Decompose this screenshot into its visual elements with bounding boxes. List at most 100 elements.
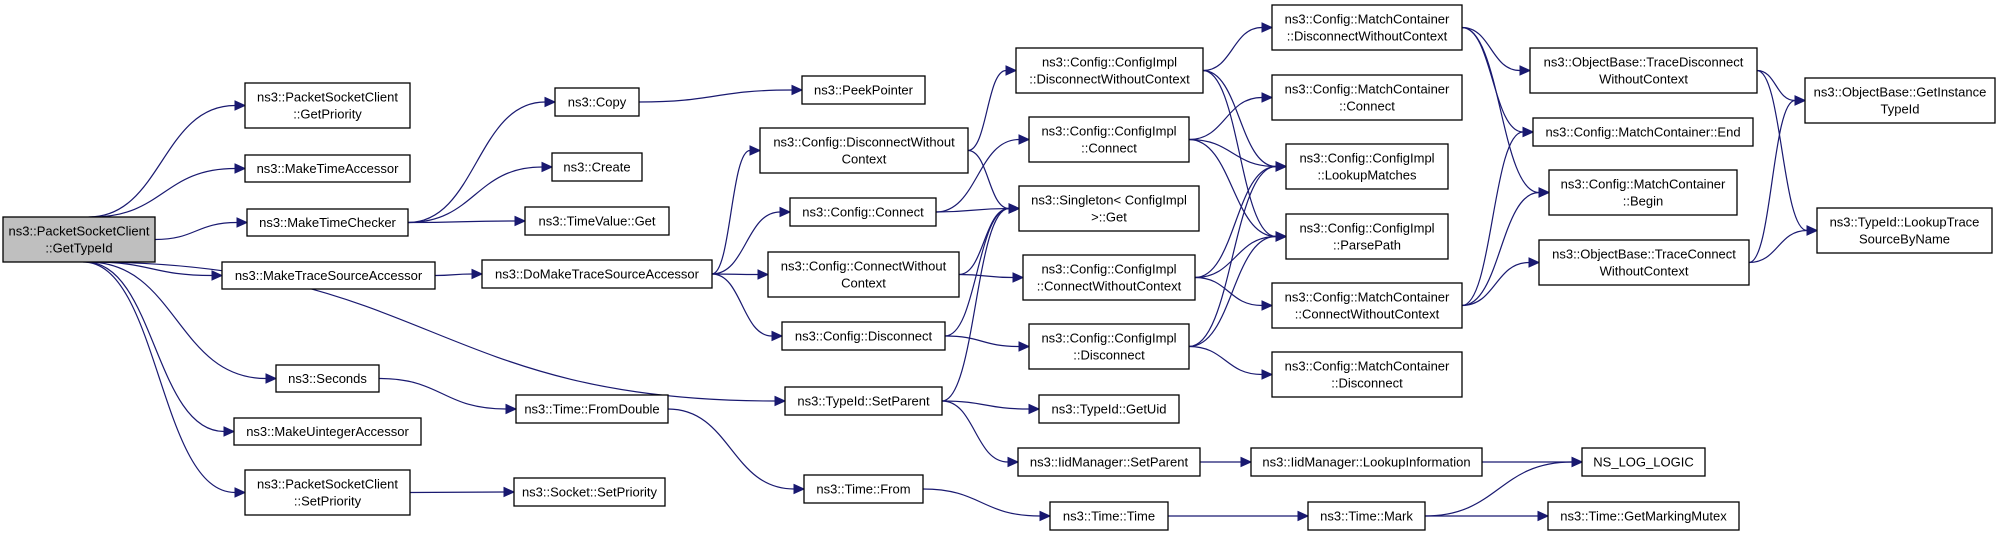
node-label: WithoutContext [1599,72,1688,87]
node-label: ns3::Config::ConfigImpl [1041,124,1176,139]
arrowhead-icon [1528,257,1541,268]
node-label: ::ParsePath [1333,238,1401,253]
arrowhead-icon [1261,22,1274,33]
node-config-connect[interactable]: ns3::Config::Connect [789,197,937,227]
arrowhead-icon [541,161,554,173]
node-label: ns3::ObjectBase::TraceDisconnect [1544,55,1744,70]
node-box [233,417,422,446]
node-copy[interactable]: ns3::Copy [554,87,640,117]
node-impl-disconnect[interactable]: ns3::Config::ConfigImpl::Disconnect [1028,323,1190,370]
arrowhead-icon [1537,510,1550,522]
node-impl-connect-wo-ctx[interactable]: ns3::Config::ConfigImpl::ConnectWithoutC… [1022,254,1196,301]
node-iid-lookup-information[interactable]: ns3::IidManager::LookupInformation [1250,447,1483,477]
node-label: Context [841,276,886,291]
node-impl-parse-path[interactable]: ns3::Config::ConfigImpl::ParsePath [1285,213,1449,260]
node-box [1028,116,1190,163]
node-label: ns3::Time::From [816,482,910,497]
node-label: Context [842,152,887,167]
node-box [789,197,937,227]
edge-impl-disconnect-wo-ctx-to-impl-parse-path [1202,69,1277,238]
node-box [1816,207,1993,254]
node-box [513,477,666,507]
edge-ob-trace-connect-wo-ctx-to-typeid-lookup-trace-source [1748,229,1808,264]
arrowhead-icon [236,217,249,228]
node-time-from-double[interactable]: ns3::Time::FromDouble [515,394,669,424]
node-label: ::GetTypeId [45,241,112,256]
node-ob-trace-connect-wo-ctx[interactable]: ns3::ObjectBase::TraceConnectWithoutCont… [1538,239,1750,286]
node-seconds[interactable]: ns3::Seconds [275,364,380,393]
node-config-disconnect[interactable]: ns3::Config::Disconnect [781,321,946,351]
edge-config-connect-to-impl-connect [935,138,1020,213]
edge-psc-set-priority-to-socket-set-priority [409,491,505,494]
node-label: ns3::Time::FromDouble [524,402,659,417]
arrowhead-icon [1018,341,1031,352]
node-label: ns3::Config::Connect [802,205,924,220]
arrowhead-icon [1261,300,1274,311]
arrowhead-icon [1008,203,1021,214]
node-mc-connect[interactable]: ns3::Config::MatchContainer::Connect [1271,74,1463,121]
edge-time-from-double-to-time-from [667,408,795,490]
node-psc-set-priority[interactable]: ns3::PacketSocketClient::SetPriority [244,469,411,516]
node-typeid-get-uid[interactable]: ns3::TypeId::GetUid [1038,394,1180,424]
node-box [1307,501,1426,531]
node-impl-connect[interactable]: ns3::Config::ConfigImpl::Connect [1028,116,1190,163]
node-iid-set-parent[interactable]: ns3::IidManager::SetParent [1017,447,1201,477]
edge-typeid-set-parent-to-iid-set-parent [941,400,1009,463]
node-impl-lookup-matches[interactable]: ns3::Config::ConfigImpl::LookupMatches [1285,143,1449,190]
node-label: ns3::Config::MatchContainer [1285,82,1450,97]
node-box [244,469,411,516]
arrowhead-icon [223,426,236,437]
node-get-type-id[interactable]: ns3::PacketSocketClient::GetTypeId [2,216,156,263]
edge-config-connect-wo-ctx-to-singleton-get [958,207,1010,276]
node-ns-log-logic[interactable]: NS_LOG_LOGIC [1581,447,1706,477]
node-mc-disconnect[interactable]: ns3::Config::MatchContainer::Disconnect [1271,351,1463,398]
node-label: ns3::Socket::SetPriority [522,485,658,500]
node-peek-pointer[interactable]: ns3::PeekPointer [801,75,926,105]
arrowhead-icon [234,163,247,174]
node-mc-connect-wo-ctx[interactable]: ns3::Config::MatchContainer::ConnectWith… [1271,282,1463,329]
node-label: ::Disconnect [1073,348,1145,363]
node-time-value-get[interactable]: ns3::TimeValue::Get [524,206,670,236]
node-label: ns3::TypeId::SetParent [797,394,930,409]
node-box [801,75,926,105]
node-socket-set-priority[interactable]: ns3::Socket::SetPriority [513,477,666,507]
node-box [759,127,969,174]
node-create[interactable]: ns3::Create [551,152,643,182]
edge-do-make-trace-source-accessor-to-config-disconnect [711,273,773,337]
node-make-time-checker[interactable]: ns3::MakeTimeChecker [246,208,409,237]
node-box [244,154,411,183]
node-config-disconnect-wo-ctx[interactable]: ns3::Config::DisconnectWithoutContext [759,127,969,174]
edge-do-make-trace-source-accessor-to-config-connect [711,211,781,275]
node-do-make-trace-source-accessor[interactable]: ns3::DoMakeTraceSourceAccessor [481,259,713,289]
node-time-from[interactable]: ns3::Time::From [803,474,924,504]
node-make-trace-source-accessor[interactable]: ns3::MakeTraceSourceAccessor [221,261,436,290]
node-singleton-get[interactable]: ns3::Singleton< ConfigImpl>::Get [1018,185,1200,232]
node-mc-end[interactable]: ns3::Config::MatchContainer::End [1532,117,1754,147]
node-label: ns3::MakeTimeAccessor [257,161,400,176]
node-make-uinteger-accessor[interactable]: ns3::MakeUintegerAccessor [233,417,422,446]
node-label: ns3::Singleton< ConfigImpl [1031,193,1187,208]
node-ob-trace-disconnect-wo-ctx[interactable]: ns3::ObjectBase::TraceDisconnectWithoutC… [1529,47,1758,94]
node-time-mark[interactable]: ns3::Time::Mark [1307,501,1426,531]
node-typeid-set-parent[interactable]: ns3::TypeId::SetParent [784,386,943,416]
node-label: >::Get [1091,210,1127,225]
node-impl-disconnect-wo-ctx[interactable]: ns3::Config::ConfigImpl::DisconnectWitho… [1015,47,1204,94]
node-label: ns3::Config::MatchContainer [1285,359,1450,374]
node-box [524,206,670,236]
node-box [1271,74,1463,121]
node-time-time[interactable]: ns3::Time::Time [1049,501,1169,531]
node-label: TypeId [1880,102,1919,117]
node-box [1285,143,1449,190]
node-time-get-marking-mutex[interactable]: ns3::Time::GetMarkingMutex [1547,501,1740,531]
node-make-time-accessor[interactable]: ns3::MakeTimeAccessor [244,154,411,183]
node-config-connect-wo-ctx[interactable]: ns3::Config::ConnectWithoutContext [767,251,960,298]
node-mc-disconnect-wo-ctx[interactable]: ns3::Config::MatchContainer::DisconnectW… [1271,4,1463,51]
node-box [1038,394,1180,424]
arrowhead-icon [1261,92,1274,103]
node-label: ns3::ObjectBase::GetInstance [1814,85,1987,100]
node-psc-get-priority[interactable]: ns3::PacketSocketClient::GetPriority [244,82,411,129]
node-mc-begin[interactable]: ns3::Config::MatchContainer::Begin [1548,169,1738,216]
edge-impl-connect-wo-ctx-to-mc-connect-wo-ctx [1194,276,1263,307]
